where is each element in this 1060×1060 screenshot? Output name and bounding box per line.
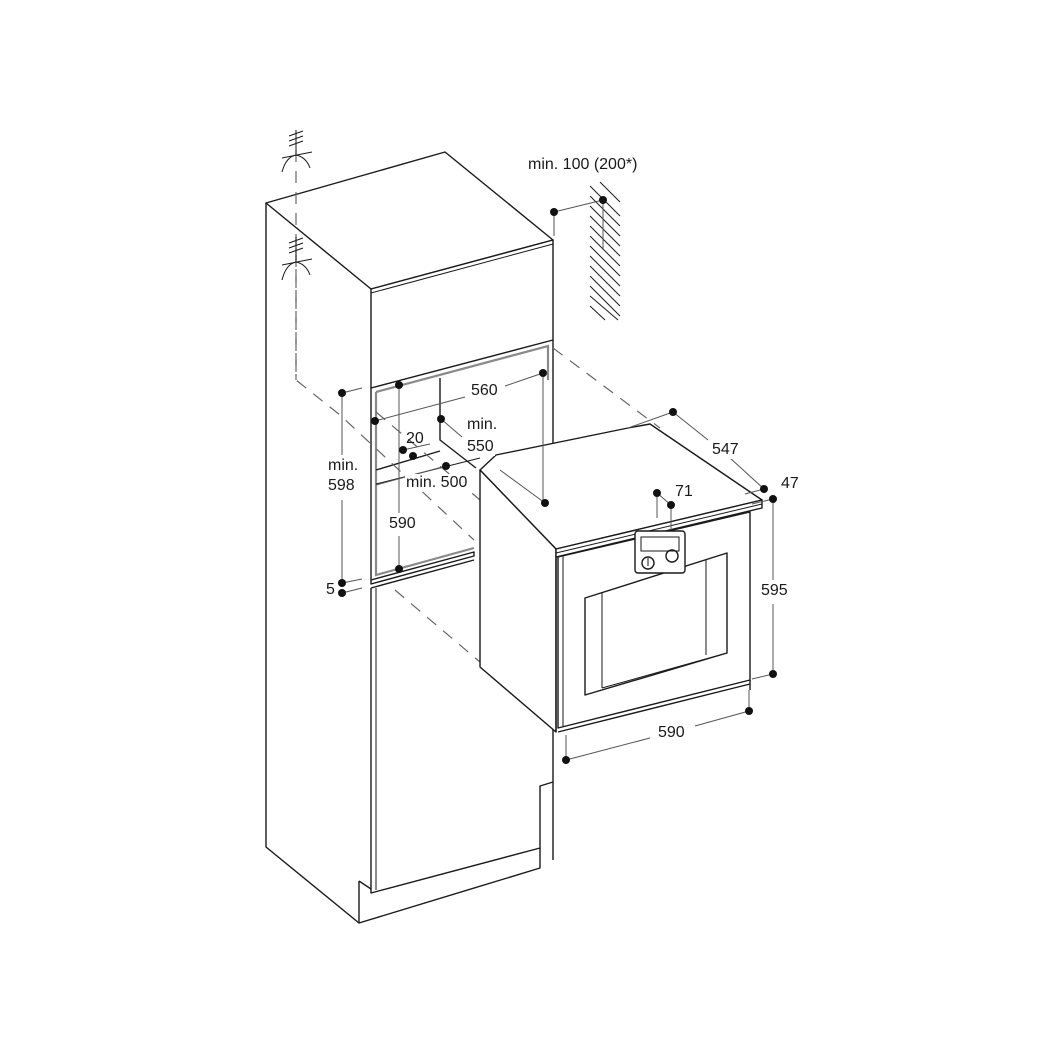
ventilation-arrow-icon [281, 237, 313, 281]
niche-depth-value-label: 550 [466, 438, 495, 456]
niche-width-label: 560 [470, 382, 499, 400]
wall-clearance-label: min. 100 (200*) [528, 156, 638, 173]
rear-gap-label: 20 [406, 430, 424, 447]
control-panel [634, 530, 686, 574]
shelf-thickness-label: 5 [326, 581, 335, 598]
oven [479, 423, 763, 733]
shelf-depth-label: min. 500 [405, 474, 469, 492]
oven-height-label: 595 [760, 582, 789, 600]
front-depth-label: 47 [781, 475, 799, 492]
oven-width-label: 590 [657, 724, 686, 742]
oven-depth-label: 547 [711, 441, 740, 459]
control-panel-offset-label: 71 [675, 483, 693, 500]
niche-height-label: 590 [388, 515, 417, 533]
niche-height-min-value-label: 598 [327, 477, 356, 495]
dimension-dots [338, 196, 777, 764]
niche-depth-min-label: min. [467, 416, 498, 433]
guide-lines [295, 150, 661, 663]
ventilation-arrow-icon [281, 130, 313, 173]
niche-height-min-label: min. [327, 457, 360, 475]
hatched-wall-icon [589, 181, 621, 321]
tall-cabinet [265, 151, 554, 924]
